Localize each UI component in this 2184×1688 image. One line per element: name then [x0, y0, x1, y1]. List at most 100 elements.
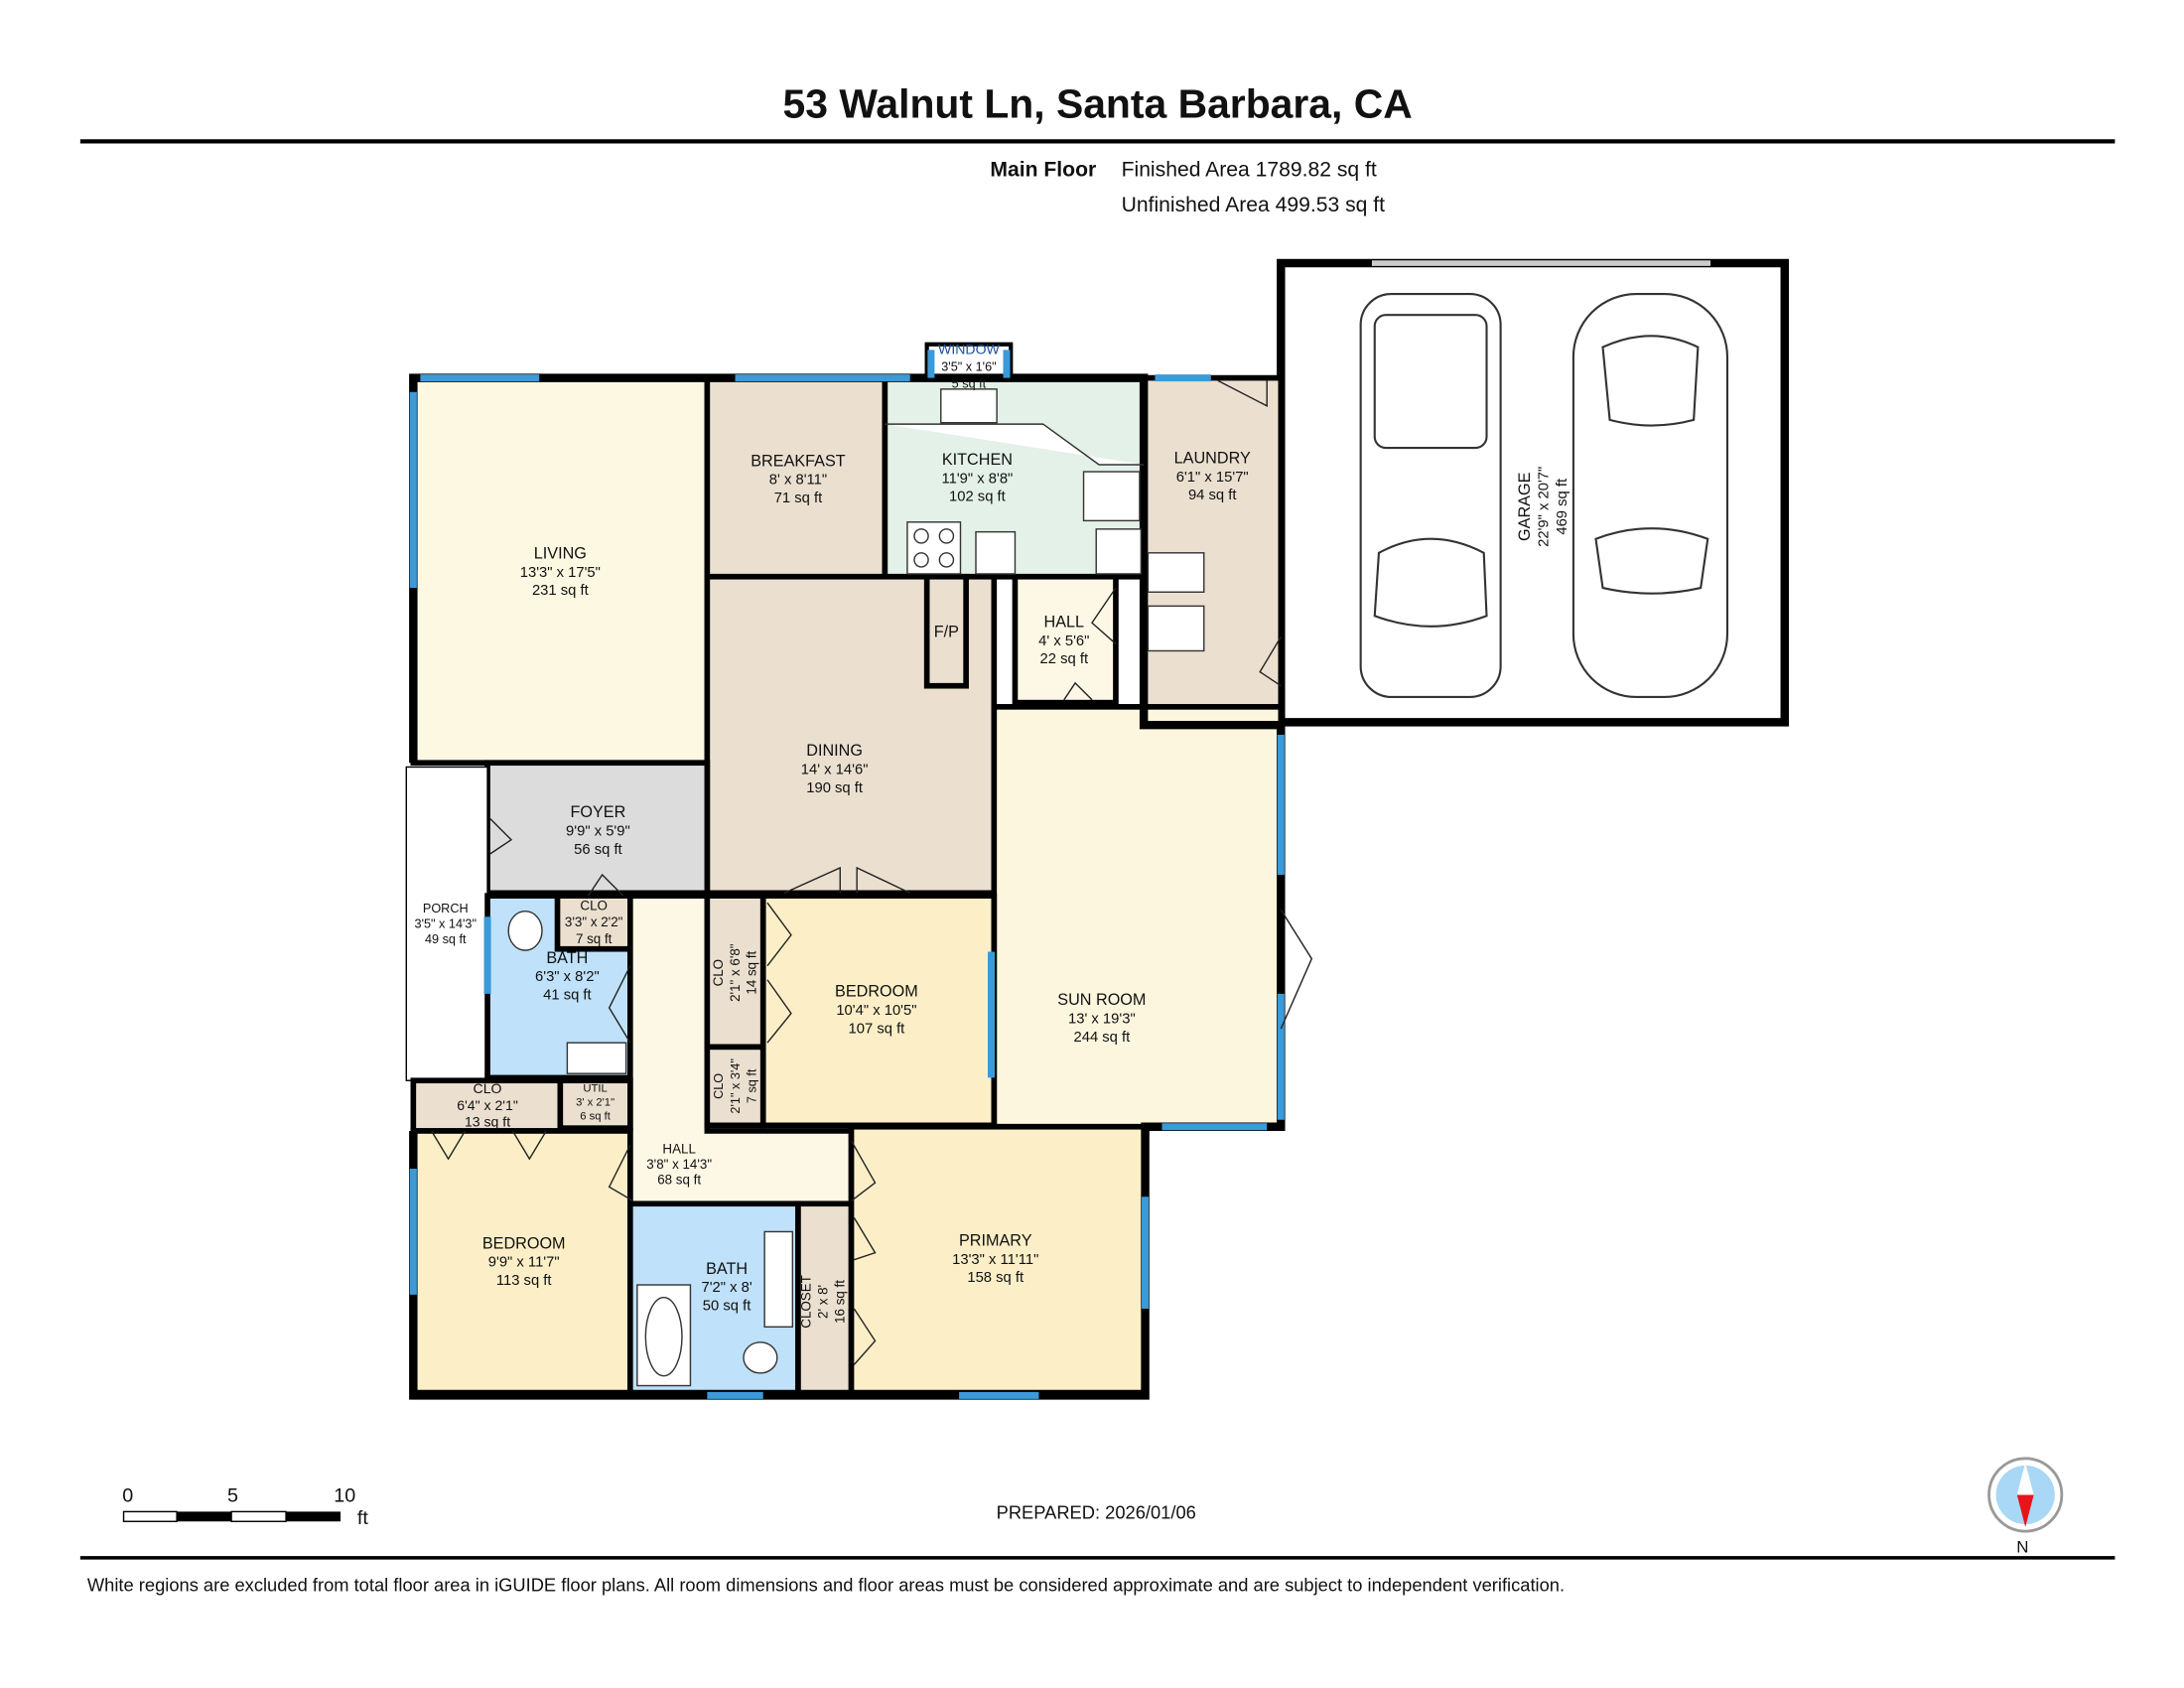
label-foyer: FOYER 9'9" x 5'9" 56 sq ft [566, 803, 630, 858]
disclaimer: White regions are excluded from total fl… [87, 1575, 1565, 1596]
svg-text:3' x 2'1": 3' x 2'1" [576, 1097, 614, 1109]
finished-area: Finished Area 1789.82 sq ft [1122, 159, 1377, 182]
room-clo-d [410, 1077, 564, 1134]
svg-text:SUN ROOM: SUN ROOM [1057, 991, 1146, 1009]
svg-text:6'1" x 15'7": 6'1" x 15'7" [1176, 470, 1249, 486]
toilet-icon [507, 910, 543, 951]
kitchen-fixtures [507, 388, 1205, 1387]
room-clo-a [554, 893, 633, 952]
svg-text:ft: ft [357, 1507, 368, 1529]
prepared-date: PREPARED: 2026/01/06 [997, 1501, 1196, 1522]
unfinished-area: Unfinished Area 499.53 sq ft [1122, 194, 1386, 216]
svg-text:113 sq ft: 113 sq ft [496, 1273, 552, 1289]
svg-text:11'9" x 8'8": 11'9" x 8'8" [941, 471, 1013, 487]
svg-text:50 sq ft: 50 sq ft [703, 1298, 751, 1314]
label-laundry: LAUNDRY 6'1" x 15'7" 94 sq ft [1174, 450, 1251, 504]
svg-text:7 sq ft: 7 sq ft [576, 931, 613, 946]
washer-icon [1147, 552, 1205, 593]
svg-text:HALL: HALL [662, 1142, 695, 1157]
svg-text:10'4" x 10'5": 10'4" x 10'5" [836, 1003, 916, 1019]
svg-text:FOYER: FOYER [570, 803, 625, 821]
svg-text:102 sq ft: 102 sq ft [949, 490, 1006, 505]
room-laundry [1141, 374, 1285, 729]
svg-text:GARAGE: GARAGE [1516, 472, 1534, 541]
svg-text:56 sq ft: 56 sq ft [574, 842, 622, 858]
svg-text:6 sq ft: 6 sq ft [580, 1111, 612, 1123]
svg-text:6'3" x 8'2": 6'3" x 8'2" [535, 969, 600, 985]
windows [409, 260, 1711, 1399]
dryer-icon [1147, 605, 1205, 652]
svg-text:DINING: DINING [806, 742, 863, 760]
svg-text:107 sq ft: 107 sq ft [849, 1021, 905, 1037]
svg-text:94 sq ft: 94 sq ft [1188, 488, 1237, 503]
svg-text:5: 5 [227, 1485, 238, 1507]
svg-text:CLO: CLO [580, 898, 608, 913]
svg-text:UTIL: UTIL [583, 1083, 607, 1095]
svg-text:3'5" x 1'6": 3'5" x 1'6" [941, 360, 996, 374]
svg-text:9'9" x 5'9": 9'9" x 5'9" [566, 824, 630, 840]
room-bedroom-b [410, 1128, 633, 1396]
svg-text:BREAKFAST: BREAKFAST [751, 452, 846, 470]
room-util [557, 1077, 633, 1131]
svg-text:LAUNDRY: LAUNDRY [1174, 450, 1251, 468]
svg-text:4' x 5'6": 4' x 5'6" [1038, 633, 1089, 649]
svg-text:49 sq ft: 49 sq ft [425, 932, 467, 946]
svg-text:KITCHEN: KITCHEN [942, 451, 1013, 469]
svg-text:7'2" x 8': 7'2" x 8' [701, 1280, 751, 1296]
svg-text:13'3" x 11'11": 13'3" x 11'11" [952, 1252, 1038, 1268]
svg-text:N: N [2016, 1537, 2028, 1556]
room-porch [405, 766, 488, 1081]
svg-text:PORCH: PORCH [423, 902, 469, 915]
svg-text:CLO: CLO [474, 1080, 502, 1096]
label-bedroom-a: BEDROOM 10'4" x 10'5" 107 sq ft [835, 983, 918, 1038]
room-sun-room [991, 704, 1285, 1130]
svg-text:PRIMARY: PRIMARY [959, 1232, 1032, 1250]
svg-text:13'3" x 17'5": 13'3" x 17'5" [520, 565, 601, 581]
svg-text:158 sq ft: 158 sq ft [967, 1270, 1024, 1286]
svg-text:16 sq ft: 16 sq ft [832, 1280, 847, 1324]
svg-text:22 sq ft: 22 sq ft [1040, 651, 1089, 667]
toilet-icon [743, 1341, 778, 1374]
svg-text:3'8" x 14'3": 3'8" x 14'3" [646, 1157, 712, 1172]
room-bedroom-a [759, 893, 998, 1129]
svg-text:BEDROOM: BEDROOM [835, 983, 918, 1001]
svg-text:3'3" x 2'2": 3'3" x 2'2" [565, 914, 623, 929]
svg-text:3'5" x 14'3": 3'5" x 14'3" [415, 917, 477, 931]
scale-bar: 0 5 10 ft [122, 1485, 368, 1530]
svg-text:0: 0 [122, 1485, 133, 1507]
sink-icon [940, 388, 998, 424]
label-kitchen: KITCHEN 11'9" x 8'8" 102 sq ft [941, 451, 1013, 505]
label-primary: PRIMARY 13'3" x 11'11" 158 sq ft [952, 1232, 1038, 1287]
svg-text:190 sq ft: 190 sq ft [806, 780, 863, 796]
svg-text:2' x 8': 2' x 8' [816, 1285, 831, 1319]
room-garage [1277, 258, 1789, 727]
svg-text:HALL: HALL [1044, 614, 1085, 632]
svg-text:6'4" x 2'1": 6'4" x 2'1" [457, 1097, 518, 1113]
svg-text:68 sq ft: 68 sq ft [657, 1173, 701, 1188]
svg-text:71 sq ft: 71 sq ft [774, 491, 823, 506]
svg-text:13' x 19'3": 13' x 19'3" [1068, 1011, 1136, 1027]
svg-text:2'1" x 6'8": 2'1" x 6'8" [728, 943, 743, 1002]
room-hall-small [1012, 573, 1119, 706]
car-icon [1571, 292, 1729, 699]
svg-text:13 sq ft: 13 sq ft [465, 1114, 510, 1130]
svg-text:BEDROOM: BEDROOM [482, 1234, 566, 1252]
svg-text:22'9" x 20'7": 22'9" x 20'7" [1537, 467, 1553, 547]
svg-text:BATH: BATH [546, 949, 588, 967]
svg-text:231 sq ft: 231 sq ft [532, 583, 589, 599]
svg-text:CLOSET: CLOSET [799, 1275, 814, 1329]
doors [431, 379, 1313, 1365]
